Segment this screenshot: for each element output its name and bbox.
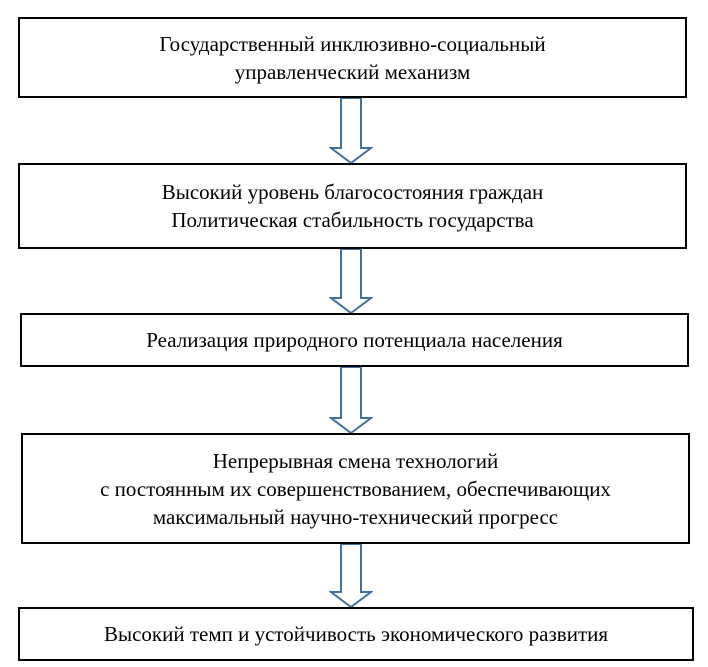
box-welfare-stability: Высокий уровень благосостояния граждан П… xyxy=(18,163,687,249)
box-text-line: с постоянным их совершенствованием, обес… xyxy=(100,476,611,501)
box-technology-change: Непрерывная смена технологий с постоянны… xyxy=(21,433,690,544)
box-text-line: Высокий уровень благосостояния граждан xyxy=(161,180,544,204)
box-text-line: Непрерывная смена технологий xyxy=(212,448,499,473)
down-arrow-icon xyxy=(329,544,373,608)
down-arrow-icon xyxy=(329,249,373,314)
box-text-line: Политическая стабильность государства xyxy=(171,208,534,232)
box-inclusive-mechanism: Государственный инклюзивно-социальный уп… xyxy=(18,17,687,98)
down-arrow-icon xyxy=(329,367,373,434)
box-natural-potential: Реализация природного потенциала населен… xyxy=(20,313,689,367)
box-text-line: Реализация природного потенциала населен… xyxy=(146,328,563,352)
box-text-line: максимальный научно-технический прогресс xyxy=(152,504,559,529)
box-text-line: Государственный инклюзивно-социальный xyxy=(159,31,546,56)
box-text-line: управленческий механизм xyxy=(234,59,471,84)
box-economic-growth: Высокий темп и устойчивость экономическо… xyxy=(18,607,694,661)
down-arrow-icon xyxy=(329,98,373,164)
box-text-line: Высокий темп и устойчивость экономическо… xyxy=(103,622,609,646)
